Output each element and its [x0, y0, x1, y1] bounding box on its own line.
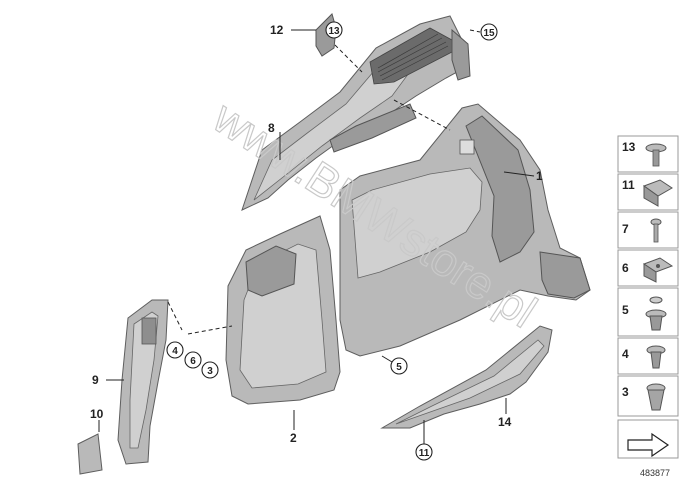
panel-number-11: 11	[622, 178, 635, 192]
callout-9: 9	[92, 373, 99, 387]
svg-text:5: 5	[396, 362, 402, 373]
upper-trim-part	[241, 15, 471, 211]
reference-number: 483877	[640, 468, 670, 478]
callout-12: 12	[270, 23, 284, 37]
callout-1: 1	[536, 169, 543, 183]
panel-number-13: 13	[622, 140, 636, 154]
callout-8: 8	[268, 121, 275, 135]
lower-panel-part	[225, 215, 341, 405]
svg-text:15: 15	[483, 28, 495, 39]
sill-strip-part	[380, 325, 553, 429]
clip-nut-icon	[642, 179, 673, 207]
panel-number-6: 6	[622, 261, 629, 275]
callout-14: 14	[498, 415, 512, 429]
pin-icon	[650, 218, 662, 243]
svg-text:4: 4	[172, 346, 178, 357]
svg-text:6: 6	[190, 356, 196, 367]
panel-number-7: 7	[622, 222, 629, 236]
panel-number-5: 5	[622, 303, 629, 317]
callout-3-circled: 3	[201, 361, 219, 379]
expanding-rivet-icon	[645, 296, 667, 331]
pillar-trim-part	[117, 299, 169, 465]
callout-13-circled: 13	[325, 21, 343, 39]
svg-text:3: 3	[207, 366, 213, 377]
screw-icon	[645, 143, 667, 167]
push-rivet-icon	[646, 345, 666, 369]
fasteners-panel: 13 11 7 6 5	[617, 135, 679, 459]
callout-5-circled: 5	[390, 357, 408, 375]
callout-6-circled: 6	[184, 351, 202, 369]
svg-text:13: 13	[328, 26, 340, 37]
quarter-panel-part	[339, 103, 591, 357]
direction-arrow-icon	[627, 432, 670, 458]
small-cover-part	[77, 433, 103, 475]
panel-number-3: 3	[622, 385, 629, 399]
spring-nut-icon	[642, 257, 674, 283]
plug-clip-icon	[646, 383, 666, 411]
panel-number-4: 4	[622, 347, 629, 361]
callout-4-circled: 4	[166, 341, 184, 359]
svg-text:11: 11	[419, 448, 430, 459]
callout-2: 2	[290, 431, 297, 445]
callout-10: 10	[90, 407, 104, 421]
callout-15-circled: 15	[480, 23, 498, 41]
callout-11-circled: 11	[415, 443, 433, 461]
